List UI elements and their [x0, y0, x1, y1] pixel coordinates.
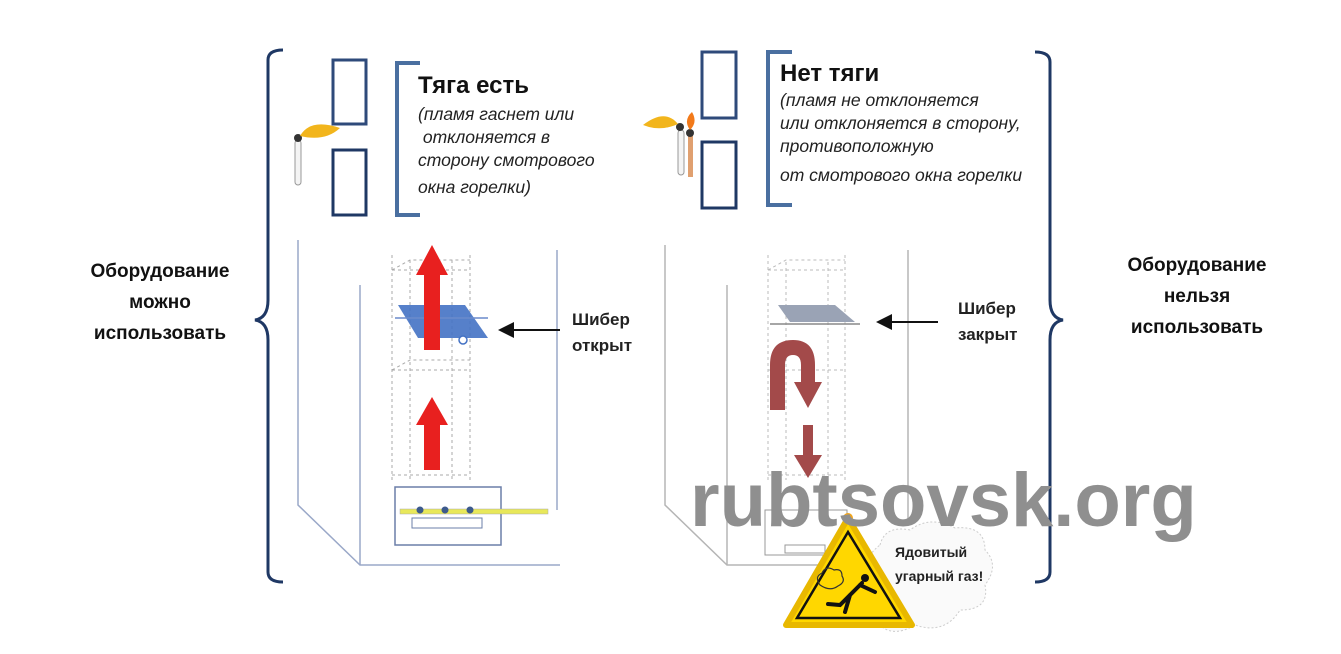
side-label-line: можно	[129, 292, 191, 313]
left-stove	[297, 240, 560, 566]
note-line: сторону смотрового	[418, 150, 595, 170]
side-label-line: Оборудование	[1127, 255, 1267, 276]
matches-flame-icon	[643, 112, 695, 177]
label-line: открыт	[572, 336, 633, 355]
side-label-line: использовать	[93, 323, 227, 344]
label-line: закрыт	[958, 325, 1018, 344]
side-label-line: использовать	[1130, 317, 1264, 338]
left-title: Тяга есть	[418, 72, 529, 99]
note-line: от смотрового окна горелки	[780, 165, 1023, 185]
down-arrow-icon	[770, 340, 822, 478]
damper-open-icon	[395, 305, 488, 345]
side-label-line: нельзя	[1163, 286, 1231, 307]
warning-line: Ядовитый	[895, 544, 968, 560]
match-flame-deflected-icon	[294, 124, 340, 186]
right-title: Нет тяги	[780, 60, 880, 87]
warning-text: Ядовитый угарный газ!	[895, 540, 983, 588]
warning-sign-icon	[783, 513, 915, 628]
watermark: rubtsovsk.org	[690, 458, 1197, 543]
damper-closed-label: Шибер закрыт	[958, 296, 1017, 348]
left-brace	[254, 48, 284, 584]
side-label-line: Оборудование	[90, 261, 230, 282]
left-side-label: Оборудование можно использовать	[60, 256, 260, 349]
note-line: окна горелки)	[418, 177, 531, 197]
note-line: (пламя не отклоняется	[780, 90, 979, 110]
left-burner-icon	[394, 486, 549, 546]
note-line: (пламя гаснет или	[418, 104, 575, 124]
note-line: противоположную	[780, 136, 934, 156]
up-arrow-icon	[416, 245, 448, 470]
label-line: Шибер	[572, 310, 630, 329]
left-burner-window-icon	[331, 58, 420, 217]
warning-line: угарный газ!	[895, 568, 984, 584]
damper-closed-icon	[770, 305, 860, 325]
note-line: или отклоняется в сторону,	[780, 113, 1021, 133]
right-brace	[1034, 50, 1064, 584]
damper-open-label: Шибер открыт	[572, 307, 632, 359]
label-line: Шибер	[958, 299, 1016, 318]
note-line: отклоняется в	[418, 127, 551, 147]
right-side-label: Оборудование нельзя использовать	[1097, 250, 1297, 343]
left-note: (пламя гаснет или отклоняется в сторону …	[418, 103, 595, 199]
right-note: (пламя не отклоняется или отклоняется в …	[780, 89, 1022, 187]
right-burner-window-icon	[700, 50, 792, 210]
